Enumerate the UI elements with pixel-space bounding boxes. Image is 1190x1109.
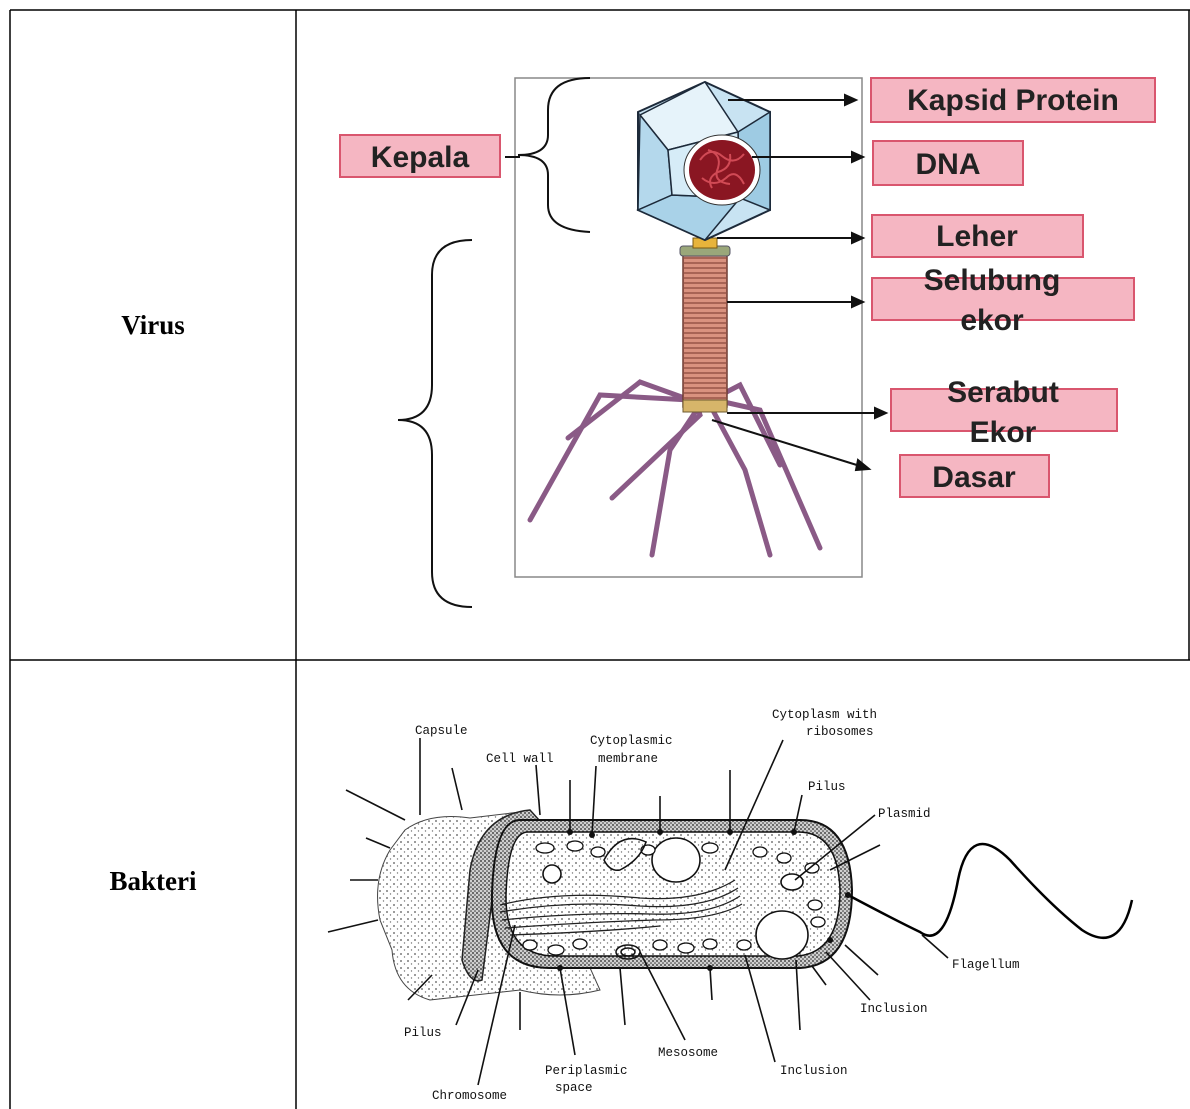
label-pilus-top: Pilus <box>808 780 846 794</box>
label-inclusion-bottom: Inclusion <box>780 1064 848 1078</box>
label-cytoplasmic: Cytoplasmic <box>590 734 673 748</box>
label-membrane: membrane <box>598 752 658 766</box>
label-cell-wall: Cell wall <box>486 752 554 766</box>
label-chromosome: Chromosome <box>432 1089 507 1103</box>
flagellum <box>848 844 1132 938</box>
label-mesosome: Mesosome <box>658 1046 718 1060</box>
label-plasmid: Plasmid <box>878 807 931 821</box>
label-capsule: Capsule <box>415 724 468 738</box>
label-flagellum: Flagellum <box>952 958 1020 972</box>
label-ribosomes: ribosomes <box>806 725 874 739</box>
label-space: space <box>555 1081 593 1095</box>
label-cytoplasm-with: Cytoplasm with <box>772 708 877 722</box>
label-pilus-bottom: Pilus <box>404 1026 442 1040</box>
label-periplasmic: Periplasmic <box>545 1064 628 1078</box>
label-inclusion-right: Inclusion <box>860 1002 928 1016</box>
